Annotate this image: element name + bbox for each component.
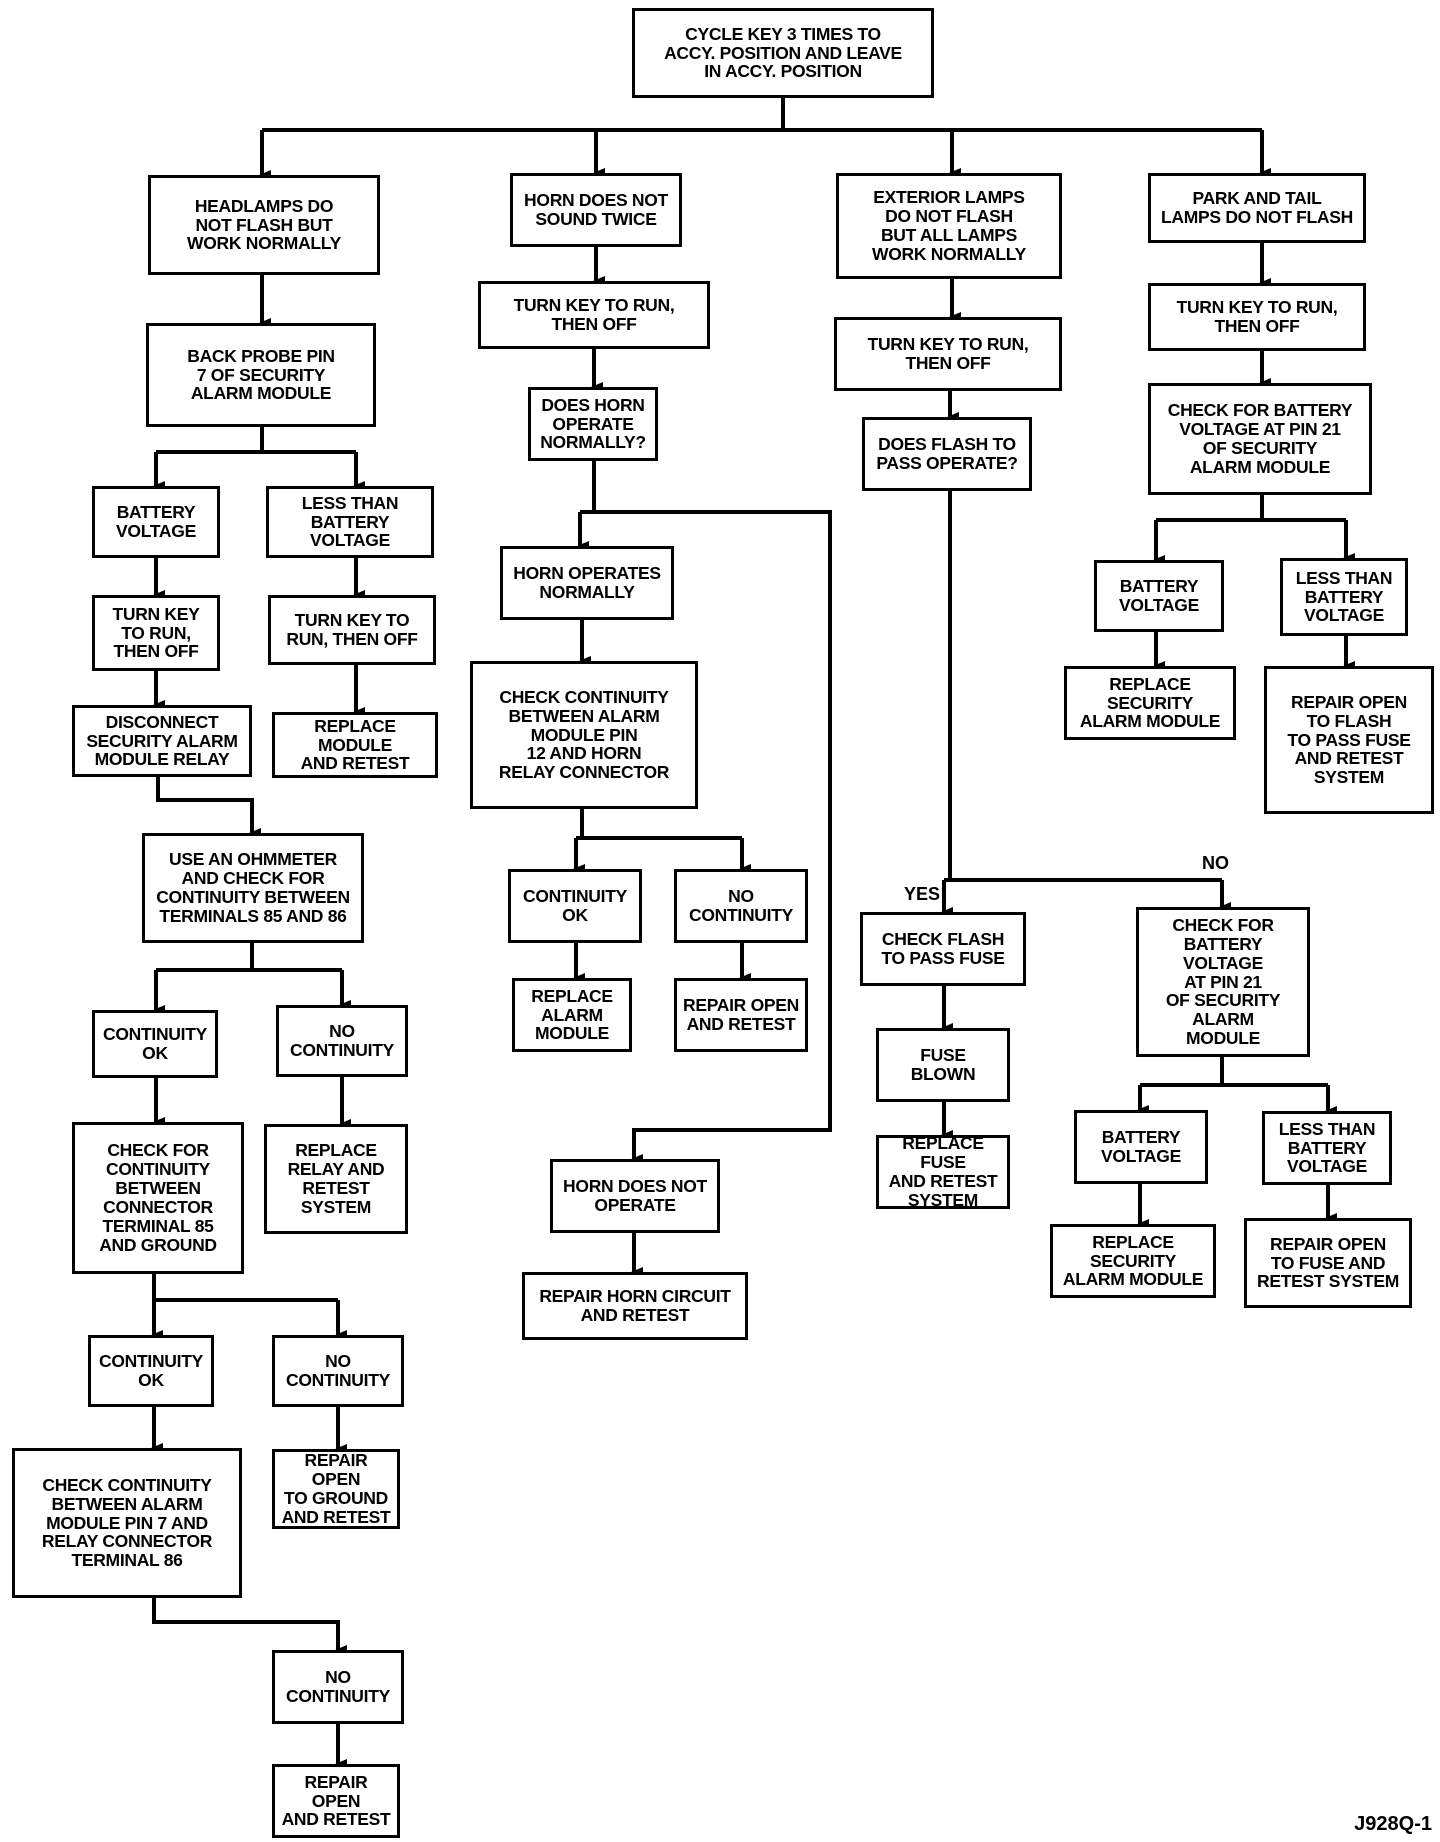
replace-relay-node: REPLACE RELAY AND RETEST SYSTEM [264, 1124, 408, 1234]
battery-voltage-node: BATTERY VOLTAGE [1074, 1110, 1208, 1184]
repair-horn-node: REPAIR HORN CIRCUIT AND RETEST [522, 1272, 748, 1340]
flow-arrow [580, 510, 832, 1164]
no-edge-label: NO [1202, 853, 1229, 873]
less-than-battery-node: LESS THAN BATTERY VOLTAGE [1262, 1111, 1392, 1185]
horn-not-operate-node: HORN DOES NOT OPERATE [550, 1159, 720, 1233]
turn-key-node: TURN KEY TO RUN, THEN OFF [478, 281, 710, 349]
horn-not-twice-node: HORN DOES NOT SOUND TWICE [510, 173, 682, 247]
no-continuity-node: NO CONTINUITY [674, 869, 808, 943]
less-than-battery-node: LESS THAN BATTERY VOLTAGE [266, 486, 434, 558]
continuity-ok-node: CONTINUITY OK [92, 1010, 218, 1078]
check-pin-21-node: CHECK FOR BATTERY VOLTAGE AT PIN 21 OF S… [1148, 383, 1372, 495]
replace-alarm-module-node: REPLACE ALARM MODULE [512, 978, 632, 1052]
turn-key-node: TURN KEY TO RUN, THEN OFF [834, 317, 1062, 391]
replace-security-module-node: REPLACE SECURITY ALARM MODULE [1050, 1224, 1216, 1298]
disconnect-relay-node: DISCONNECT SECURITY ALARM MODULE RELAY [72, 705, 252, 777]
turn-key-node: TURN KEY TO RUN, THEN OFF [92, 595, 220, 671]
horn-operates-node: HORN OPERATES NORMALLY [500, 546, 674, 620]
no-continuity-node: NO CONTINUITY [272, 1335, 404, 1407]
replace-fuse-node: REPLACE FUSE AND RETEST SYSTEM [876, 1134, 1010, 1209]
repair-open-flash-node: REPAIR OPEN TO FLASH TO PASS FUSE AND RE… [1264, 666, 1434, 814]
check-fuse-node: CHECK FLASH TO PASS FUSE [860, 912, 1026, 986]
check-pin-7-node: CHECK CONTINUITY BETWEEN ALARM MODULE PI… [12, 1448, 242, 1598]
flow-arrow [152, 1598, 347, 1655]
figure-id: J928Q-1 [1354, 1813, 1432, 1835]
exterior-lamps-node: EXTERIOR LAMPS DO NOT FLASH BUT ALL LAMP… [836, 173, 1062, 279]
back-probe-node: BACK PROBE PIN 7 OF SECURITY ALARM MODUL… [146, 323, 376, 427]
no-continuity-node: NO CONTINUITY [272, 1650, 404, 1724]
repair-open-fuse-node: REPAIR OPEN TO FUSE AND RETEST SYSTEM [1244, 1218, 1412, 1308]
check-pin-12-node: CHECK CONTINUITY BETWEEN ALARM MODULE PI… [470, 661, 698, 809]
turn-key-node: TURN KEY TO RUN, THEN OFF [268, 595, 436, 665]
check-pin-21-node: CHECK FOR BATTERY VOLTAGE AT PIN 21 OF S… [1136, 907, 1310, 1057]
flow-arrow [156, 777, 261, 838]
fuse-blown-node: FUSE BLOWN [876, 1028, 1010, 1102]
less-than-battery-node: LESS THAN BATTERY VOLTAGE [1280, 558, 1408, 636]
flash-pass-decision-node: DOES FLASH TO PASS OPERATE? [862, 417, 1032, 491]
replace-module-node: REPLACE MODULE AND RETEST [272, 712, 438, 778]
repair-open-ground-node: REPAIR OPEN TO GROUND AND RETEST [272, 1449, 400, 1529]
park-tail-lamps-node: PARK AND TAIL LAMPS DO NOT FLASH [1148, 173, 1366, 243]
no-continuity-node: NO CONTINUITY [276, 1005, 408, 1077]
turn-key-node: TURN KEY TO RUN, THEN OFF [1148, 283, 1366, 351]
continuity-ok-node: CONTINUITY OK [88, 1335, 214, 1407]
horn-decision-node: DOES HORN OPERATE NORMALLY? [528, 387, 658, 461]
repair-open-node: REPAIR OPEN AND RETEST [272, 1764, 400, 1838]
headlamps-node: HEADLAMPS DO NOT FLASH BUT WORK NORMALLY [148, 175, 380, 275]
start-node: CYCLE KEY 3 TIMES TO ACCY. POSITION AND … [632, 8, 934, 98]
replace-security-module-node: REPLACE SECURITY ALARM MODULE [1064, 666, 1236, 740]
battery-voltage-node: BATTERY VOLTAGE [1094, 560, 1224, 632]
yes-edge-label: YES [904, 884, 941, 904]
check-terminal-85-node: CHECK FOR CONTINUITY BETWEEN CONNECTOR T… [72, 1122, 244, 1274]
battery-voltage-node: BATTERY VOLTAGE [92, 486, 220, 558]
ohmmeter-check-node: USE AN OHMMETER AND CHECK FOR CONTINUITY… [142, 833, 364, 943]
repair-open-node: REPAIR OPEN AND RETEST [674, 978, 808, 1052]
continuity-ok-node: CONTINUITY OK [508, 869, 642, 943]
